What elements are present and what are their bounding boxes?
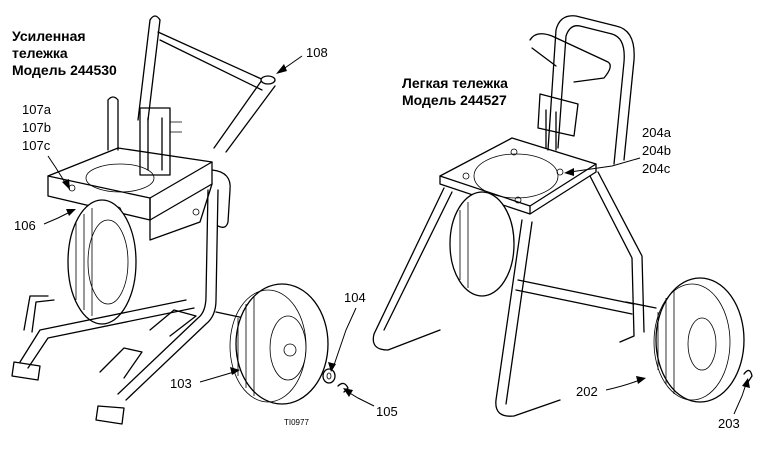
part-label-108: 108 <box>306 45 328 60</box>
part-label-204a: 204a <box>642 125 671 140</box>
part-label-203: 203 <box>718 416 740 431</box>
lightweight-cart-drawing <box>372 15 753 417</box>
heavy-duty-cart-title-line-1: Усиленная <box>12 28 86 44</box>
lightweight-cart-title: Легкая тележка <box>402 75 508 91</box>
part-label-106: 106 <box>14 218 36 233</box>
lightweight-cart-model: Модель 244527 <box>402 92 507 108</box>
part-label-107b: 107b <box>22 120 51 135</box>
part-label-107a: 107a <box>22 102 51 117</box>
heavy-duty-cart-model: Модель 244530 <box>12 62 117 78</box>
part-label-105: 105 <box>376 404 398 419</box>
drawing-code: TI0977 <box>284 418 309 427</box>
leader-lines <box>43 55 750 415</box>
part-label-204c: 204c <box>642 161 671 176</box>
heavy-duty-cart-title-line-2: тележка <box>12 45 68 61</box>
part-label-103: 103 <box>170 376 192 391</box>
part-label-204b: 204b <box>642 143 671 158</box>
part-label-107c: 107c <box>22 138 51 153</box>
heavy-duty-cart-drawing <box>11 15 349 425</box>
part-label-202: 202 <box>576 384 598 399</box>
part-label-104: 104 <box>344 290 366 305</box>
